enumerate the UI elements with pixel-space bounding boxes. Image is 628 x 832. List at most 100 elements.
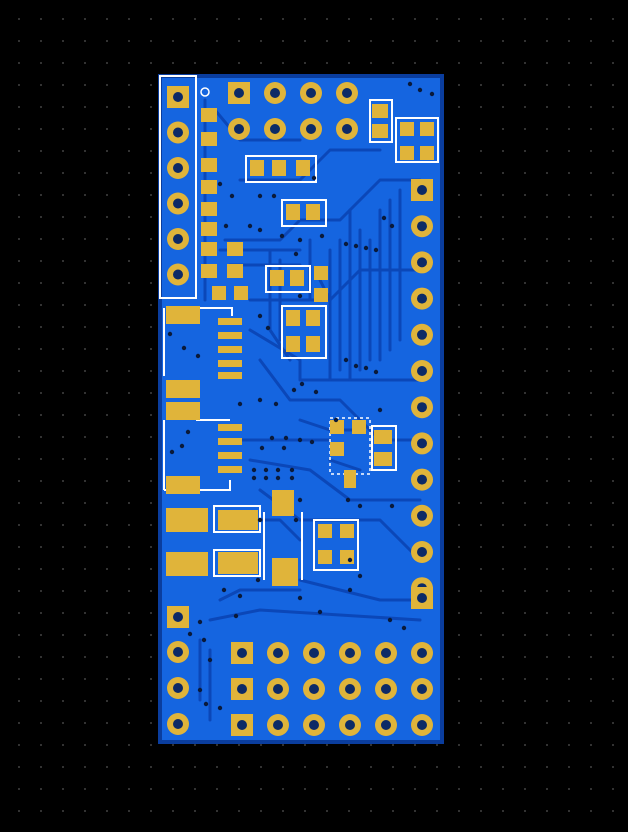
diode-pad	[272, 558, 298, 586]
diode-pad	[272, 490, 294, 516]
via	[233, 613, 239, 619]
via	[291, 387, 297, 393]
smd-pad	[372, 124, 388, 138]
via	[417, 87, 423, 93]
smd-pad	[201, 132, 217, 146]
res-silk-3	[281, 305, 327, 359]
via	[221, 587, 227, 593]
via	[389, 503, 395, 509]
via	[293, 251, 299, 257]
header-left-lower-pin-drill	[173, 719, 183, 729]
header-bottom-pin-drill	[309, 684, 319, 694]
via	[309, 439, 315, 445]
via	[185, 429, 191, 435]
header-right-pin-drill	[417, 510, 427, 521]
cap-pad	[218, 552, 258, 574]
via	[197, 687, 203, 693]
header-bottom-pin-drill	[237, 648, 247, 658]
smd-pad	[420, 122, 434, 136]
smd-pad	[201, 202, 217, 216]
via	[181, 345, 187, 351]
via	[275, 475, 281, 481]
via	[269, 435, 275, 441]
header-bottom-pin-drill	[417, 720, 427, 730]
via	[201, 637, 207, 643]
header-right-pin-drill	[417, 547, 427, 557]
via	[345, 497, 351, 503]
smd-pad	[420, 146, 434, 160]
smd-pad	[201, 180, 217, 194]
via	[259, 445, 265, 451]
smd-pad	[340, 524, 354, 538]
smd-pad	[372, 104, 388, 118]
header-bottom-pin-drill	[237, 684, 247, 694]
header-bottom-pin-drill	[273, 720, 283, 730]
smd-pad	[296, 160, 310, 176]
header-bottom-pin-drill	[381, 648, 391, 658]
via	[381, 215, 387, 221]
via	[377, 407, 383, 413]
header-bottom-pin-drill	[273, 684, 283, 694]
copper-trace	[298, 578, 422, 602]
via	[343, 241, 349, 247]
via	[251, 475, 257, 481]
smd-pad	[330, 420, 344, 434]
via	[387, 617, 393, 623]
component-pads	[166, 82, 434, 736]
smd-pad	[318, 550, 332, 564]
smd-pad	[314, 288, 328, 302]
via	[353, 243, 359, 249]
via	[357, 503, 363, 509]
via	[203, 701, 209, 707]
via	[257, 227, 263, 233]
regulator-lead	[218, 332, 242, 339]
header-right-pin-drill	[417, 221, 427, 232]
smd-pad	[306, 310, 320, 326]
header-bottom-pin-drill	[309, 648, 319, 658]
via	[311, 175, 317, 181]
pin1-marker	[200, 87, 210, 97]
smd-pad	[352, 420, 366, 434]
regulator-lead	[218, 438, 242, 445]
via	[373, 369, 379, 375]
copper-trace	[248, 328, 422, 382]
via	[217, 705, 223, 711]
header-left-pin-drill	[173, 163, 183, 173]
smd-pad	[234, 286, 248, 300]
cap-silk-1	[395, 117, 439, 163]
via	[187, 631, 193, 637]
copper-trace	[208, 608, 422, 622]
via	[297, 293, 303, 299]
via	[281, 445, 287, 451]
via	[237, 401, 243, 407]
via	[313, 389, 319, 395]
via	[195, 353, 201, 359]
via	[353, 363, 359, 369]
header-left-silk	[159, 75, 197, 299]
header-left-pin-drill	[173, 234, 183, 244]
regulator-lead	[218, 318, 242, 325]
header-bottom-pin-drill	[417, 648, 427, 658]
header-bottom-pin-drill	[273, 648, 283, 658]
via	[257, 193, 263, 199]
header-left-lower-pin-drill	[173, 683, 183, 693]
cap-pad	[218, 510, 258, 530]
regulator-1-silk	[163, 307, 233, 376]
via	[357, 573, 363, 579]
via	[257, 517, 263, 523]
cap-silk-4	[371, 425, 397, 471]
via	[363, 245, 369, 251]
via	[179, 443, 185, 449]
smd-pad	[212, 286, 226, 300]
regulator-lead	[218, 360, 242, 367]
via	[297, 497, 303, 503]
smd-pad	[286, 204, 300, 220]
smd-pad	[340, 550, 354, 564]
via	[263, 467, 269, 473]
header-top-pin-drill	[270, 88, 280, 98]
cap-pad	[166, 508, 208, 532]
header-bottom-pin-drill	[345, 684, 355, 694]
smd-pad	[400, 122, 414, 136]
via	[257, 313, 263, 319]
regulator-lead	[218, 452, 242, 459]
